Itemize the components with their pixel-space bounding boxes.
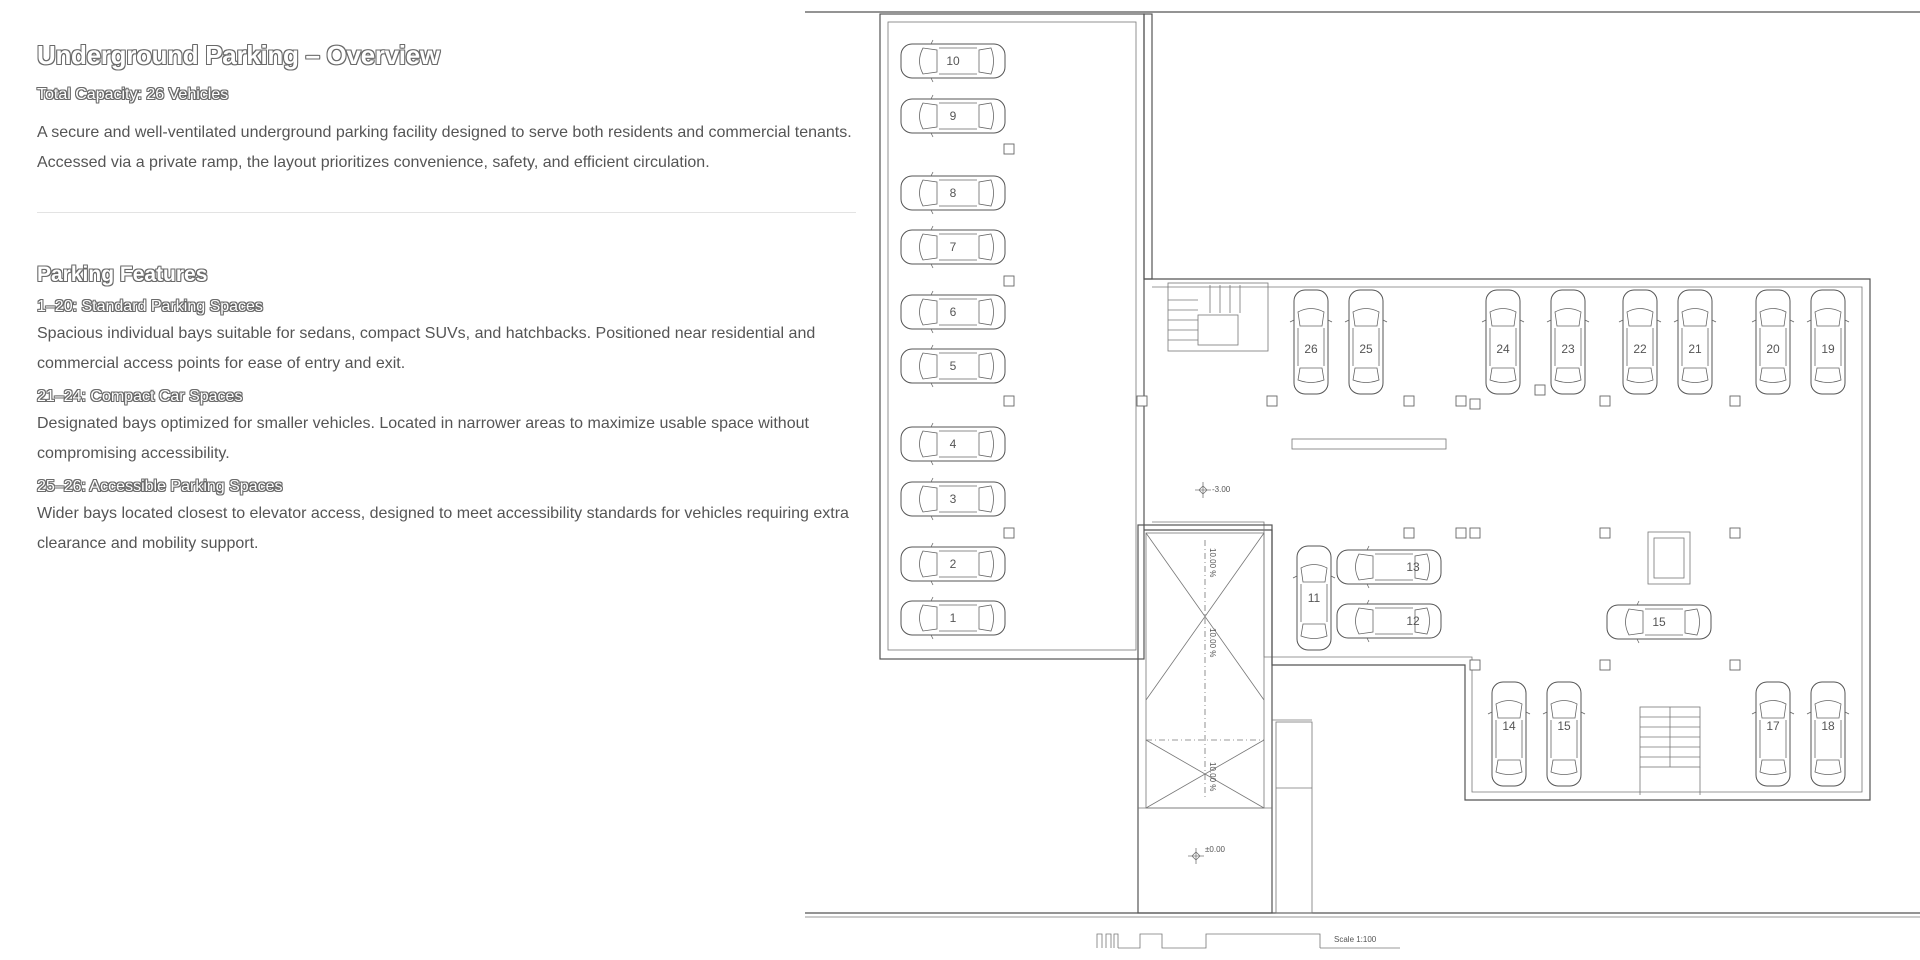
svg-text:18: 18 — [1821, 719, 1835, 733]
svg-text:6: 6 — [950, 305, 957, 319]
parking-stall-12[interactable]: 12 — [1336, 599, 1442, 643]
parking-stall-11[interactable]: 11 — [1292, 545, 1336, 651]
parking-stall-7[interactable]: 7 — [900, 225, 1006, 269]
svg-text:25: 25 — [1359, 342, 1373, 356]
feature-standard: 1–20: Standard Parking Spaces Spacious i… — [37, 295, 852, 379]
svg-text:20: 20 — [1766, 342, 1780, 356]
svg-text:15: 15 — [1652, 615, 1666, 629]
parking-stall-4[interactable]: 4 — [900, 422, 1006, 466]
structural-columns — [1003, 143, 1741, 671]
svg-text:19: 19 — [1821, 342, 1835, 356]
parking-stall-22[interactable]: 22 — [1618, 289, 1662, 395]
parking-stall-26[interactable]: 26 — [1289, 289, 1333, 395]
parking-stall-6[interactable]: 6 — [900, 290, 1006, 334]
intro-paragraph: A secure and well-ventilated underground… — [37, 124, 852, 171]
capacity-label: Total Capacity: 26 Vehicles — [37, 86, 229, 103]
page-title: Underground Parking – Overview — [37, 40, 440, 70]
parking-stall-8[interactable]: 8 — [900, 171, 1006, 215]
svg-text:3: 3 — [950, 492, 957, 506]
floor-plan-drawing: -3.00 ±0.00 10.00 % 10.00 % 10.00 % 10 9… — [805, 11, 1920, 949]
feature-compact: 21–24: Compact Car Spaces Designated bay… — [37, 385, 852, 469]
parking-floor-plan: -3.00 ±0.00 10.00 % 10.00 % 10.00 % 10 9… — [800, 0, 1920, 960]
parking-stall-23[interactable]: 23 — [1546, 289, 1590, 395]
svg-text:15: 15 — [1557, 719, 1571, 733]
feature-title: 1–20: Standard Parking Spaces — [37, 298, 263, 315]
svg-text:17: 17 — [1766, 719, 1780, 733]
stairwell-bottom — [1639, 706, 1701, 795]
info-panel: Underground Parking – Overview Total Cap… — [37, 38, 856, 559]
parking-stall-1[interactable]: 1 — [900, 596, 1006, 640]
ramp-slope-label: 10.00 % — [1208, 628, 1217, 657]
parking-stall-14[interactable]: 14 — [1487, 681, 1531, 787]
feature-description: Wider bays located closest to elevator a… — [37, 505, 849, 552]
svg-text:8: 8 — [950, 186, 957, 200]
svg-text:5: 5 — [950, 359, 957, 373]
svg-text:21: 21 — [1688, 342, 1702, 356]
svg-text:26: 26 — [1304, 342, 1318, 356]
parking-stall-13[interactable]: 13 — [1336, 545, 1442, 589]
feature-description: Spacious individual bays suitable for se… — [37, 325, 816, 372]
parking-stall-9[interactable]: 9 — [900, 94, 1006, 138]
svg-text:12: 12 — [1406, 614, 1420, 628]
svg-text:23: 23 — [1561, 342, 1575, 356]
parking-stall-15[interactable]: 15 — [1542, 681, 1586, 787]
parking-stall-18[interactable]: 18 — [1806, 681, 1850, 787]
parking-stall-10[interactable]: 10 — [900, 39, 1006, 83]
left-parking-wing — [879, 13, 1153, 660]
feature-title: 25–26: Accessible Parking Spaces — [37, 478, 283, 495]
parking-stall-19[interactable]: 19 — [1806, 289, 1850, 395]
level-marker-upper: -3.00 — [1195, 482, 1231, 498]
level-mark-label: ±0.00 — [1205, 845, 1226, 854]
ramp-slope-label: 10.00 % — [1208, 762, 1217, 791]
elevator-core — [1647, 531, 1691, 585]
elevator-cabin — [1653, 537, 1685, 579]
svg-text:10: 10 — [946, 54, 960, 68]
parking-stall-21[interactable]: 21 — [1673, 289, 1717, 395]
stairwell-top — [1167, 282, 1269, 352]
feature-accessible: 25–26: Accessible Parking Spaces Wider b… — [37, 475, 852, 559]
scale-label: Scale 1:100 — [1334, 935, 1377, 944]
section-divider — [37, 212, 856, 213]
svg-text:13: 13 — [1406, 560, 1420, 574]
access-ramp — [1137, 524, 1313, 914]
svg-text:4: 4 — [950, 437, 957, 451]
features-heading: Parking Features — [37, 263, 208, 286]
parking-stall-17[interactable]: 17 — [1751, 681, 1795, 787]
parking-stall-2[interactable]: 2 — [900, 542, 1006, 586]
scale-bar: Scale 1:100 — [1096, 933, 1400, 949]
svg-text:14: 14 — [1502, 719, 1516, 733]
feature-title: 21–24: Compact Car Spaces — [37, 388, 243, 405]
svg-text:2: 2 — [950, 557, 957, 571]
ramp-slope-label: 10.00 % — [1208, 548, 1217, 577]
svg-text:7: 7 — [950, 240, 957, 254]
level-mark-label: -3.00 — [1212, 485, 1231, 494]
svg-text:24: 24 — [1496, 342, 1510, 356]
parking-stall-5[interactable]: 5 — [900, 344, 1006, 388]
signage-strip — [1291, 438, 1447, 450]
level-marker-lower: ±0.00 — [1188, 845, 1226, 864]
parking-stall-25[interactable]: 25 — [1344, 289, 1388, 395]
svg-text:22: 22 — [1633, 342, 1647, 356]
svg-text:11: 11 — [1308, 591, 1321, 605]
feature-description: Designated bays optimized for smaller ve… — [37, 415, 809, 462]
svg-text:9: 9 — [950, 109, 957, 123]
svg-text:1: 1 — [950, 611, 957, 625]
parking-stall-20[interactable]: 20 — [1751, 289, 1795, 395]
parking-stall-3[interactable]: 3 — [900, 477, 1006, 521]
parking-stall-24[interactable]: 24 — [1481, 289, 1525, 395]
parking-stall-15-center[interactable]: 15 — [1606, 600, 1712, 644]
